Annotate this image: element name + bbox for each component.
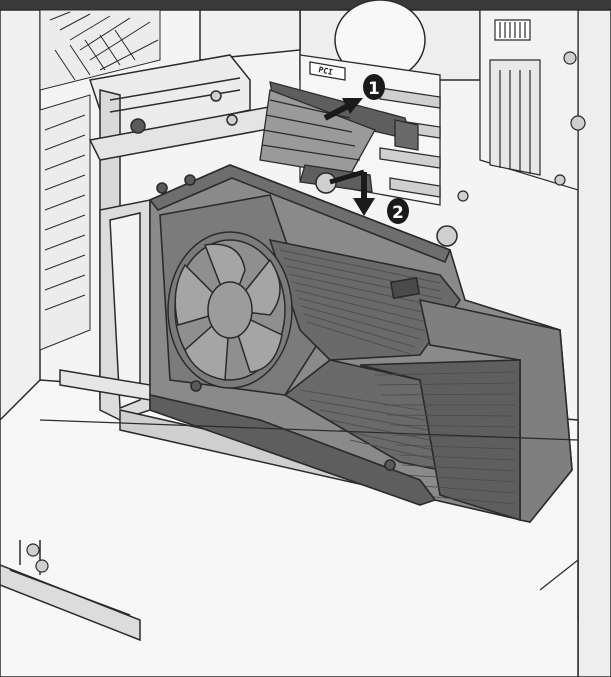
callout-step-2-number: 2 xyxy=(392,203,404,223)
fan-hub xyxy=(207,281,253,339)
arrow-up-right-icon xyxy=(323,98,363,121)
fan-icon xyxy=(167,231,293,389)
screw-icon xyxy=(35,559,49,573)
arrow-down-icon xyxy=(329,169,375,216)
screw-icon xyxy=(26,543,40,557)
pci-slot-label: PCI xyxy=(318,65,334,77)
screw-icon xyxy=(436,225,458,247)
callout-step-1: 1 xyxy=(363,74,385,100)
right-side-component xyxy=(479,9,586,191)
case-bottom-right xyxy=(39,419,579,620)
power-connector xyxy=(389,276,421,300)
vent-grille-top-left xyxy=(39,9,161,91)
screw-icon xyxy=(384,459,396,471)
screw-icon xyxy=(130,118,146,134)
screw-icon xyxy=(226,114,238,126)
pcie-slot xyxy=(379,147,441,169)
screw-icon xyxy=(210,90,222,102)
screw-icon xyxy=(563,51,577,65)
screw-icon xyxy=(190,380,202,392)
callout-step-2: 2 xyxy=(387,198,409,224)
screw-icon xyxy=(554,174,566,186)
screw-icon xyxy=(184,174,196,186)
case-top-band xyxy=(0,0,611,10)
heatsink-fins xyxy=(268,238,462,361)
screw-icon xyxy=(315,172,337,194)
screw-icon xyxy=(570,115,586,131)
screw-icon xyxy=(156,182,168,194)
screw-icon xyxy=(457,190,469,202)
vent-grille-left xyxy=(39,94,91,351)
callout-step-1-number: 1 xyxy=(368,79,380,99)
pcie-slot xyxy=(389,177,441,198)
